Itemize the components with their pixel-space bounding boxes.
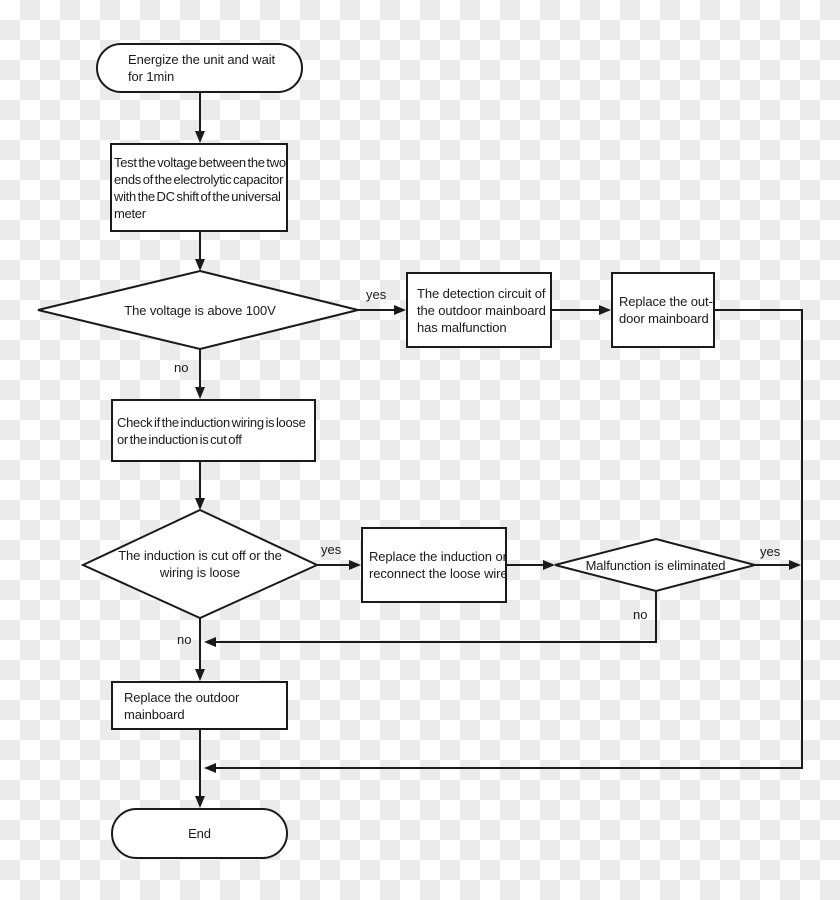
- connector-eliminated-no-return: [207, 591, 657, 643]
- arrowhead-down-icon: [195, 131, 205, 143]
- edge-label-induction-no: no: [177, 632, 192, 647]
- start-terminator: Energize the unit and wait for 1min: [96, 43, 303, 93]
- process-test-voltage: Test the voltage between the two ends of…: [110, 143, 288, 232]
- decision-voltage-label: The voltage is above 100V: [124, 303, 276, 318]
- arrowhead-down-icon: [195, 796, 205, 808]
- connector-replace-top-return: [207, 309, 803, 769]
- decision-induction-label: The induction is cut off or the wiring i…: [118, 548, 282, 580]
- process-check-induction: Check if the induction wiring is loose o…: [111, 399, 316, 462]
- arrowhead-left-icon: [204, 763, 216, 773]
- decision-voltage-diamond: [37, 269, 359, 351]
- edge-label-eliminated-yes: yes: [760, 544, 781, 559]
- arrowhead-right-icon: [394, 305, 406, 315]
- edge-label-eliminated-no: no: [633, 607, 648, 622]
- decision-eliminated-diamond: [554, 537, 759, 593]
- arrowhead-right-icon: [543, 560, 555, 570]
- arrowhead-left-icon: [204, 637, 216, 647]
- edge-label-voltage-yes: yes: [366, 287, 387, 302]
- decision-induction-diamond: [80, 508, 320, 620]
- process-detection-malfunction: The detection circuit of the outdoor mai…: [406, 272, 552, 348]
- arrowhead-down-icon: [195, 387, 205, 399]
- process-replace-induction: Replace the induction or reconnect the l…: [361, 527, 508, 603]
- arrowhead-down-icon: [195, 259, 205, 271]
- arrowhead-down-icon: [195, 498, 205, 510]
- edge-label-induction-yes: yes: [321, 542, 342, 557]
- end-terminator: End: [111, 808, 288, 859]
- process-replace-outdoor-mainboard-bottom: Replace the outdoor mainboard: [111, 681, 288, 730]
- arrowhead-right-icon: [599, 305, 611, 315]
- edge-label-voltage-no: no: [174, 360, 189, 375]
- process-replace-outdoor-mainboard-top: Replace the out- door mainboard: [611, 272, 715, 348]
- arrowhead-right-icon: [789, 560, 801, 570]
- arrowhead-down-icon: [195, 669, 205, 681]
- arrowhead-right-icon: [349, 560, 361, 570]
- decision-eliminated-label: Malfunction is eliminated: [585, 558, 726, 573]
